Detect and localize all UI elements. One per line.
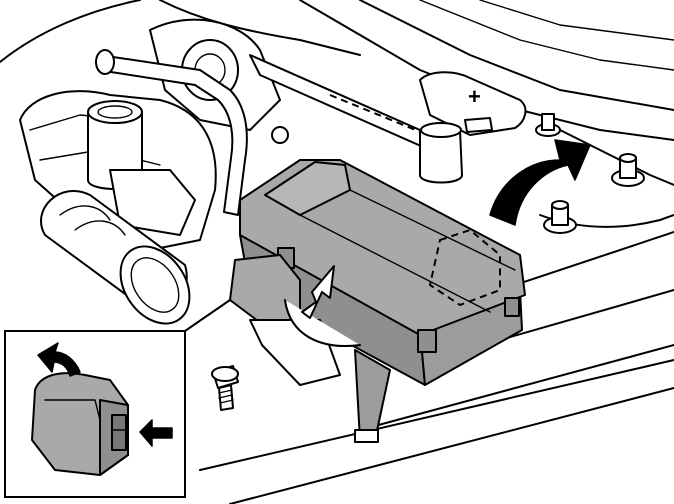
inset-detail [4,299,231,498]
terminal-clamp [464,117,493,133]
curved-arrow-up-right-icon [489,139,591,226]
coolant-pipe [95,49,248,216]
strut-nut-left [543,200,577,234]
top-left-body-line [0,0,141,63]
bolt-head-2 [271,126,289,144]
fuse-box-hidden-edge [428,228,501,307]
fender-line-5 [199,359,674,471]
fender-line-3 [359,344,674,431]
curved-arrow-left-icon [37,342,81,377]
engine-block [19,18,281,251]
strut-nut-right [611,153,645,187]
arrow-left-icon [139,419,173,447]
intake-hose [40,189,191,325]
fuse-box [239,159,526,443]
fuse-box-latch-2 [504,297,520,317]
inset-locking-tab [111,414,127,451]
cowl-line-3 [419,0,674,71]
fender-line-4 [229,387,674,504]
strut-nut-top [535,113,561,137]
mounting-bolt [211,365,239,411]
hose-end [119,245,191,325]
terminal-post [419,129,463,184]
positive-symbol: + [468,84,481,109]
inset-leader-line [184,299,231,332]
cowl-line-4 [479,0,674,41]
fuse-box-lid-raised [264,161,351,216]
arrow-up-icon [301,265,335,319]
cowl-line-2 [359,0,674,111]
battery-positive-terminal: + [419,71,527,184]
harness-connector [229,254,301,331]
pipe-end-clamp [95,49,115,75]
fuse-box-latch-1 [417,329,437,353]
